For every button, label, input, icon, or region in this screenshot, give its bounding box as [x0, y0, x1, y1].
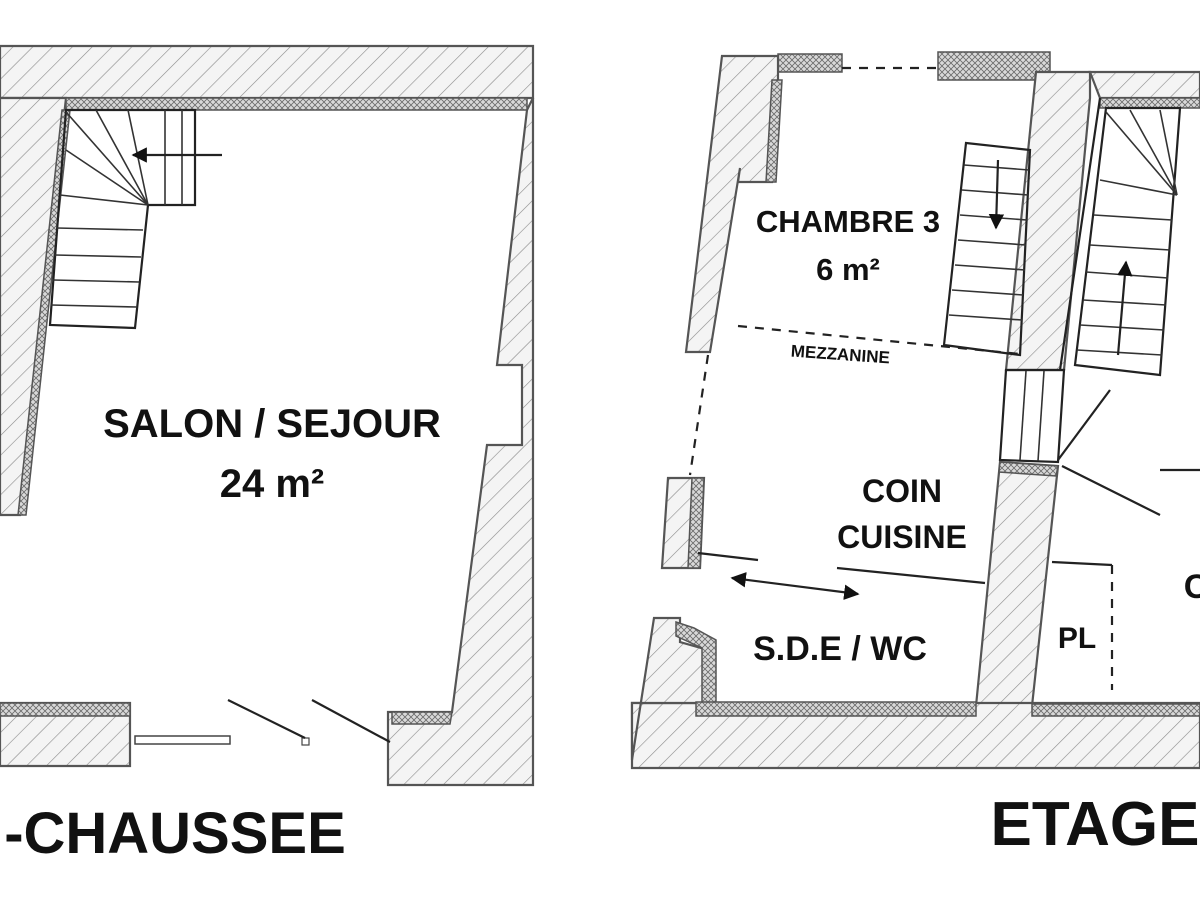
bath-right-wall — [974, 460, 1060, 708]
upper-central-wall — [1004, 70, 1092, 372]
ground-staircase — [48, 108, 222, 330]
chambre-label: CHAMBRE 3 — [756, 204, 940, 239]
window-post — [301, 737, 310, 746]
chambre-staircase — [942, 141, 1032, 357]
door-leaf — [311, 699, 391, 743]
chambre-left-wall — [684, 54, 780, 354]
mezzanine-label: MEZZANINE — [790, 342, 890, 368]
bathroom-label: S.D.E / WC — [753, 630, 927, 668]
ground-bottom-lining — [0, 702, 131, 717]
upper-top-stub-left — [777, 53, 843, 73]
upper-floor-title: ETAGE — [991, 790, 1200, 859]
chambre-left-lining — [765, 79, 783, 183]
door-leaf — [227, 699, 306, 739]
ground-floor-title: -CHAUSSEE — [4, 801, 346, 866]
partial-room-label: C — [1184, 568, 1200, 606]
chambre-area: 6 m² — [816, 252, 880, 287]
upper-floor-plan: CHAMBRE 3 6 m² MEZZANINE COIN CUISINE S.… — [630, 51, 1200, 859]
closet-label: PL — [1058, 622, 1096, 655]
ground-top-wall — [0, 44, 535, 100]
ground-floor-plan: SALON / SEJOUR 24 m² -CHAUSSEE — [0, 44, 535, 866]
upper-top-stub-right — [937, 51, 1051, 81]
kitchen-label-line1: COIN — [862, 473, 942, 509]
kitchen-label-line2: CUISINE — [837, 519, 967, 555]
ground-right-wall — [386, 97, 535, 787]
ground-top-lining — [65, 97, 528, 111]
upper-stair-arrow — [1116, 260, 1133, 356]
salon-area: 24 m² — [220, 462, 325, 506]
ground-right-corner-lining — [391, 711, 453, 725]
upper-staircase — [1073, 106, 1182, 377]
upper-right-wall — [1088, 70, 1200, 100]
bath-double-arrow — [730, 572, 860, 600]
ground-window — [134, 735, 231, 745]
chambre-stair-arrow — [988, 159, 1005, 230]
upper-stair-lining — [1099, 97, 1200, 109]
salon-label: SALON / SEJOUR — [103, 402, 441, 446]
